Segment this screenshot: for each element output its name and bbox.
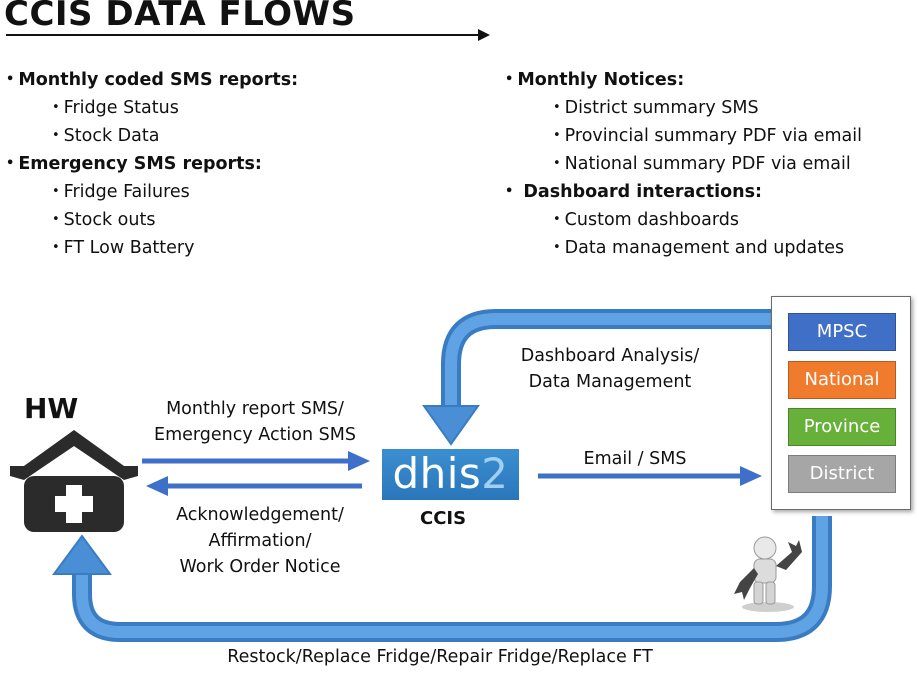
to-ccis-label: Monthly report SMS/ Emergency Action SMS bbox=[154, 399, 356, 445]
list-heading: •Monthly coded SMS reports: bbox=[6, 70, 299, 90]
hw-label: HW bbox=[24, 392, 79, 425]
list-item: •Fridge Failures bbox=[52, 182, 190, 202]
page-title: CCIS DATA FLOWS bbox=[4, 0, 356, 34]
left-list: •Monthly coded SMS reports: •Fridge Stat… bbox=[6, 66, 298, 262]
list-item: •FT Low Battery bbox=[52, 238, 195, 258]
level-mpsc: MPSC bbox=[788, 313, 896, 351]
list-item: •Custom dashboards bbox=[553, 210, 739, 230]
level-district: District bbox=[788, 455, 896, 493]
list-item: •Fridge Status bbox=[52, 98, 179, 118]
to-hw-label: Acknowledgement/ Affirmation/ Work Order… bbox=[176, 505, 344, 577]
list-item: •Provincial summary PDF via email bbox=[553, 126, 862, 146]
level-national: National bbox=[788, 361, 896, 399]
list-heading: • Dashboard interactions: bbox=[505, 182, 762, 202]
list-heading: •Monthly Notices: bbox=[505, 70, 685, 90]
restock-label: Restock/Replace Fridge/Repair Fridge/Rep… bbox=[227, 647, 653, 667]
mechanic-icon bbox=[734, 536, 802, 612]
list-item: •Stock outs bbox=[52, 210, 156, 230]
list-item: •National summary PDF via email bbox=[553, 154, 851, 174]
levels-panel: MPSC National Province District bbox=[771, 296, 911, 510]
list-heading: •Emergency SMS reports: bbox=[6, 154, 262, 174]
level-province: Province bbox=[788, 408, 896, 446]
dhis2-logo: dhis2 bbox=[382, 449, 519, 500]
right-list: •Monthly Notices: •District summary SMS … bbox=[505, 66, 862, 262]
list-item: •Data management and updates bbox=[553, 238, 845, 258]
dashboard-label: Dashboard Analysis/ Data Management bbox=[520, 346, 700, 392]
ccis-label: CCIS bbox=[420, 508, 467, 529]
home-medical-icon bbox=[10, 430, 138, 532]
list-item: •District summary SMS bbox=[553, 98, 759, 118]
email-sms-label: Email / SMS bbox=[583, 449, 687, 469]
list-item: •Stock Data bbox=[52, 126, 160, 146]
